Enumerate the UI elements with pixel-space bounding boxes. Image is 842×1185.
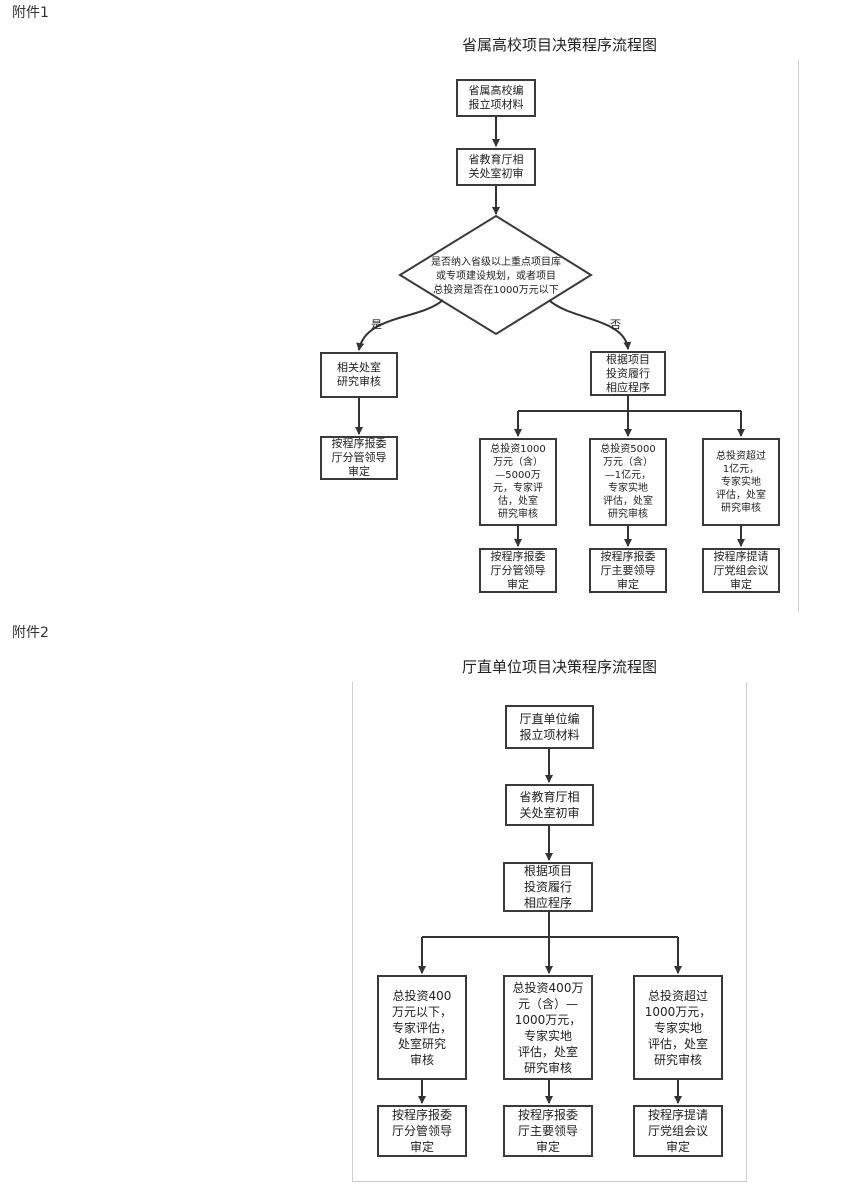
attachment1-title: 省属高校项目决策程序流程图 — [462, 36, 658, 54]
edge-label-no: 否 — [610, 318, 621, 331]
node2-tier1: 总投资400 万元以下， 专家评估， 处室研究 审核 — [377, 975, 467, 1080]
node2-tier2: 总投资400万 元（含）— 1000万元， 专家实地 评估，处室 研究审核 — [503, 975, 593, 1080]
node2-tier3: 总投资超过 1000万元， 专家实地 评估，处室 研究审核 — [633, 975, 723, 1080]
attachment1-label: 附件1 — [12, 5, 49, 21]
node-submit: 省属高校编 报立项材料 — [456, 79, 536, 117]
edge-label-yes: 是 — [371, 318, 382, 331]
node2-prelim: 省教育厅相 关处室初审 — [505, 784, 594, 826]
attachment1-frame-border — [798, 60, 799, 612]
decision-diamond — [398, 214, 593, 336]
node2-procedure: 根据项目 投资履行 相应程序 — [503, 862, 593, 912]
attachment2-frame-bottom — [352, 1181, 747, 1182]
node-tier3: 总投资超过 1亿元， 专家实地 评估，处室 研究审核 — [702, 438, 780, 526]
node-tier1: 总投资1000 万元（含） —5000万 元，专家评 估，处室 研究审核 — [479, 438, 557, 526]
node2-final2: 按程序报委 厅主要领导 审定 — [503, 1105, 593, 1157]
node-final1: 按程序报委 厅分管领导 审定 — [479, 548, 557, 593]
attachment2-title: 厅直单位项目决策程序流程图 — [462, 658, 658, 676]
attachment2-frame-left — [352, 682, 353, 1182]
node2-final3: 按程序提请 厅党组会议 审定 — [633, 1105, 723, 1157]
node-yes-final: 按程序报委 厅分管领导 审定 — [320, 436, 398, 480]
attachment2-frame-right — [746, 682, 747, 1182]
attachment2-label: 附件2 — [12, 625, 49, 641]
node2-submit: 厅直单位编 报立项材料 — [505, 705, 594, 749]
node2-final1: 按程序报委 厅分管领导 审定 — [377, 1105, 467, 1157]
edge-decision-yes — [356, 299, 444, 351]
node-tier2: 总投资5000 万元（含） —1亿元， 专家实地 评估，处室 研究审核 — [589, 438, 667, 526]
node-final3: 按程序提请 厅党组会议 审定 — [702, 548, 780, 593]
node-yes-review: 相关处室 研究审核 — [320, 352, 398, 398]
decision-text: 是否纳入省级以上重点项目库 或专项建设规划，或者项目 总投资是否在1000万元以… — [431, 257, 561, 296]
node-procedure: 根据项目 投资履行 相应程序 — [590, 351, 666, 396]
node-final2: 按程序报委 厅主要领导 审定 — [589, 548, 667, 593]
edge-decision-no — [548, 299, 632, 350]
node-prelim: 省教育厅相 关处室初审 — [456, 148, 536, 186]
